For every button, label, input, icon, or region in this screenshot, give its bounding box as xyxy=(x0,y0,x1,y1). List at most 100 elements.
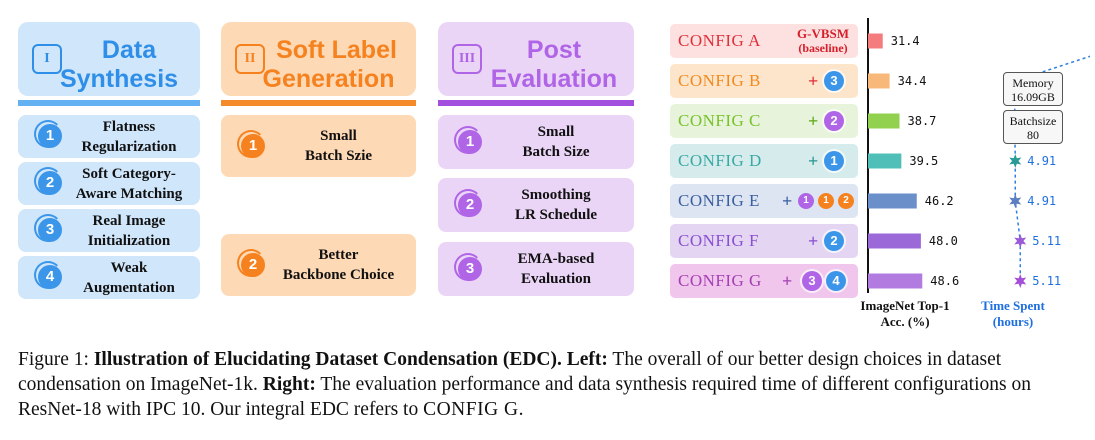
accuracy-value-label: 48.6 xyxy=(930,274,959,288)
plus-sign: + xyxy=(782,271,793,291)
config-row-a: CONFIG A G-VBSM (baseline) xyxy=(670,24,858,58)
header-post-evaluation: III Post Evaluation xyxy=(438,22,634,96)
item-line: Batch Szie xyxy=(304,148,373,164)
accuracy-bar xyxy=(868,233,921,249)
accuracy-value-label: 46.2 xyxy=(925,194,954,208)
time-marker xyxy=(1014,274,1027,288)
plus-sign: + xyxy=(808,231,819,251)
number-badge-icon: 2 xyxy=(824,111,844,131)
item-line: Backbone Choice xyxy=(282,267,395,283)
baseline-label: G-VBSM xyxy=(797,26,849,41)
number-badge-icon: 1 xyxy=(237,130,265,158)
accuracy-bar xyxy=(868,33,883,49)
plus-sign: + xyxy=(808,111,819,131)
plus-sign: + xyxy=(782,191,793,211)
config-name: CONFIG C xyxy=(678,111,761,130)
header-data-synthesis: I Data Synthesis xyxy=(18,22,200,96)
accuracy-bar xyxy=(868,73,890,89)
number-badge-icon: 3 xyxy=(34,214,62,242)
item-line: Evaluation xyxy=(520,271,591,287)
number-badge-icon: 1 xyxy=(818,193,834,209)
divider-bar xyxy=(18,100,200,106)
accuracy-value-label: 34.4 xyxy=(898,74,927,88)
item-line: Weak xyxy=(110,259,148,276)
time-axis-label: Time Spent(hours) xyxy=(981,298,1045,329)
config-row-e: CONFIG E + 1 1 2 xyxy=(670,184,858,218)
time-marker xyxy=(1009,194,1022,208)
accuracy-time-chart: 31.434.438.739.546.248.048.69.774.894.89… xyxy=(867,18,1090,293)
item-line: LR Schedule xyxy=(514,207,598,223)
number-badge-icon: 1 xyxy=(824,151,844,171)
header-soft-label-generation: II Soft Label Generation xyxy=(221,22,416,96)
item-line: Flatness xyxy=(102,118,156,135)
time-value-label: 5.11 xyxy=(1032,274,1061,288)
number-badge-icon: 4 xyxy=(34,261,62,289)
roman-numeral-badge: I xyxy=(32,44,62,74)
config-row-d: CONFIG D + 1 xyxy=(670,144,858,178)
header-line: Evaluation xyxy=(490,65,618,93)
roman-numeral-badge: II xyxy=(235,44,265,74)
header-line: Post xyxy=(526,36,582,64)
item-line: Real Image xyxy=(92,212,166,229)
time-value-label: 4.91 xyxy=(1027,154,1056,168)
plus-sign: + xyxy=(808,71,819,91)
baseline-label: (baseline) xyxy=(798,41,848,55)
config-row-b: CONFIG B + 3 xyxy=(670,64,858,98)
number-badge-icon: 2 xyxy=(237,249,265,277)
number-badge-icon: 3 xyxy=(802,271,822,291)
item-line: Small xyxy=(537,124,575,140)
number-badge-icon: 2 xyxy=(824,231,844,251)
item-line: Initialization xyxy=(87,232,171,249)
item-line: Better xyxy=(318,247,359,263)
accuracy-bar xyxy=(868,113,900,129)
plus-sign: + xyxy=(808,151,819,171)
config-name: CONFIG A xyxy=(678,31,761,50)
number-badge-icon: 2 xyxy=(454,189,482,217)
config-name: CONFIG E xyxy=(678,191,760,210)
time-marker xyxy=(1009,154,1022,168)
config-reference: CONFIG G xyxy=(423,399,519,420)
config-row-f: CONFIG F + 2 xyxy=(670,224,858,258)
time-value-label: 5.11 xyxy=(1032,234,1061,248)
accuracy-bar xyxy=(868,193,917,209)
number-badge-icon: 1 xyxy=(798,193,814,209)
number-badge-icon: 1 xyxy=(34,120,62,148)
accuracy-value-label: 38.7 xyxy=(908,114,937,128)
accuracy-value-label: 39.5 xyxy=(909,154,938,168)
number-badge-icon: 2 xyxy=(34,167,62,195)
config-name: CONFIG D xyxy=(678,151,762,170)
item-line: Smoothing xyxy=(521,187,591,203)
number-badge-icon: 3 xyxy=(824,71,844,91)
header-line: Generation xyxy=(262,65,395,93)
number-badge-icon: 2 xyxy=(838,193,854,209)
item-line: Small xyxy=(320,128,357,144)
item-line: Regularization xyxy=(81,138,177,155)
item-line: Augmentation xyxy=(83,279,175,296)
config-row-c: CONFIG C + 2 xyxy=(670,104,858,138)
item-line: Batch Size xyxy=(522,144,590,160)
number-badge-icon: 1 xyxy=(454,126,482,154)
divider-bar xyxy=(438,100,634,106)
accuracy-value-label: 48.0 xyxy=(929,234,958,248)
accuracy-bar xyxy=(868,273,923,289)
list-item: 2 Smoothing LR Schedule xyxy=(438,178,634,232)
number-badge-icon: 3 xyxy=(454,253,482,281)
config-name: CONFIG B xyxy=(678,71,761,90)
item-line: Soft Category- xyxy=(82,165,176,182)
number-badge-icon: 4 xyxy=(826,271,846,291)
accuracy-value-label: 31.4 xyxy=(891,34,920,48)
config-name: CONFIG F xyxy=(678,231,759,250)
item-line: Aware Matching xyxy=(75,185,183,202)
list-item: 2 Soft Category- Aware Matching xyxy=(18,162,200,205)
header-line: Soft Label xyxy=(276,36,397,64)
time-marker xyxy=(1014,234,1027,248)
